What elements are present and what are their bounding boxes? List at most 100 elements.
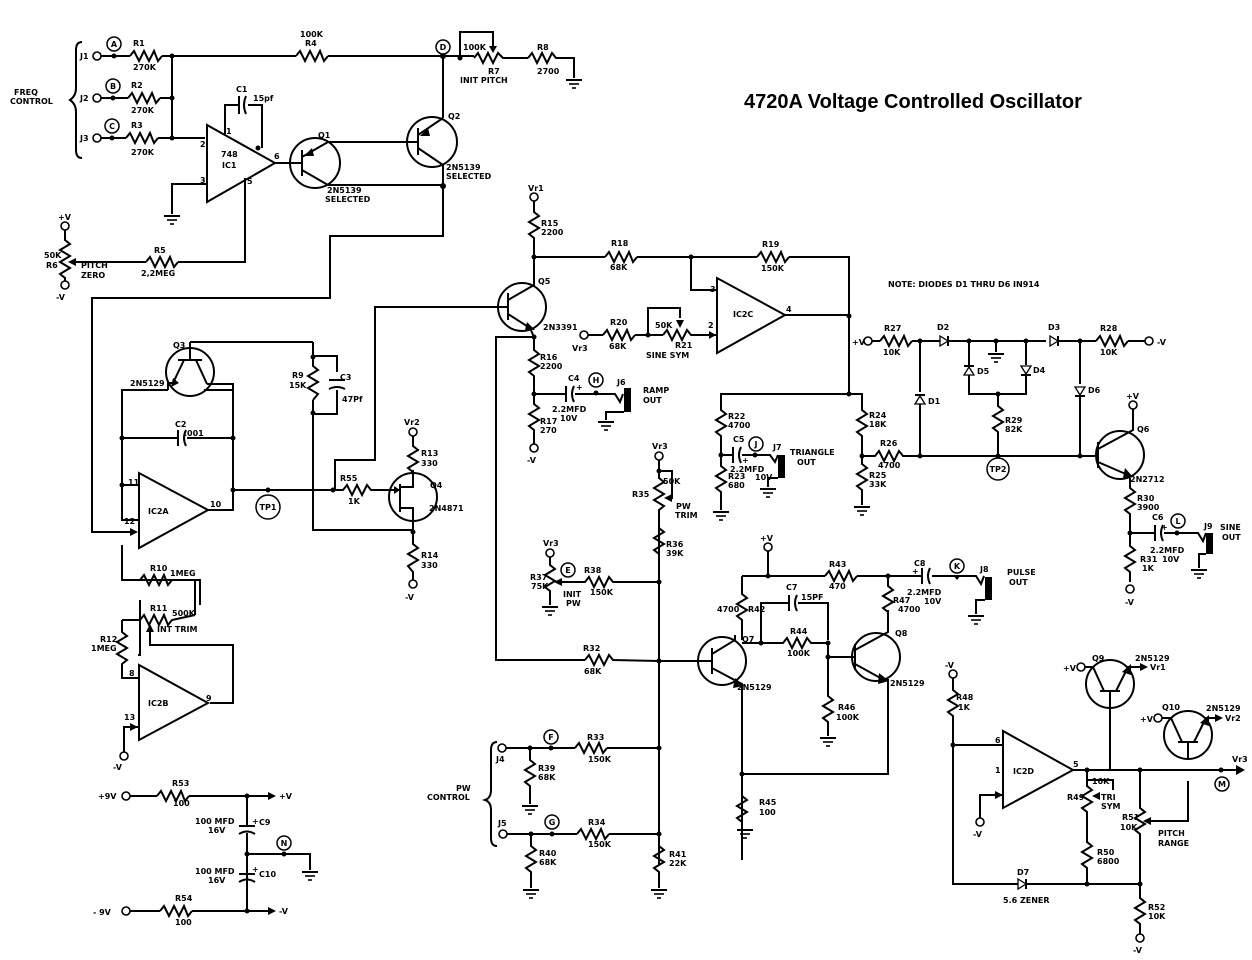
- resistor-r43: [824, 568, 858, 584]
- potentiometer-r7[interactable]: [473, 50, 528, 66]
- test-point-c[interactable]: [104, 118, 120, 134]
- svg-text:15pf: 15pf: [253, 94, 274, 103]
- svg-text:PITCH: PITCH: [1158, 829, 1185, 838]
- jack-j8-pulse-out[interactable]: [985, 577, 992, 600]
- svg-text:50K: 50K: [663, 477, 681, 486]
- svg-text:50K: 50K: [44, 251, 62, 260]
- test-point-m[interactable]: [1214, 776, 1230, 792]
- test-point-b[interactable]: [105, 78, 121, 94]
- svg-text:R13: R13: [421, 449, 438, 458]
- resistor-r5: [145, 254, 179, 270]
- test-point-n[interactable]: [276, 835, 292, 851]
- freq-control-label: FREQ: [14, 88, 38, 97]
- resistor-r46: [821, 690, 835, 736]
- resistor-r16: [527, 337, 541, 394]
- svg-text:R49: R49: [1067, 793, 1085, 802]
- test-point-k[interactable]: [949, 558, 965, 574]
- minus-9v-terminal[interactable]: [121, 906, 131, 916]
- ic2b-label: IC2B: [148, 699, 169, 708]
- resistor-r15: [527, 201, 541, 256]
- diode-note: NOTE: DIODES D1 THRU D6 IN914: [888, 280, 1040, 289]
- test-point-tp1[interactable]: [255, 494, 281, 520]
- svg-text:16V: 16V: [208, 826, 226, 835]
- svg-text:3: 3: [200, 176, 206, 185]
- resistor-r25: [855, 456, 869, 505]
- ic2c-label: IC2C: [733, 310, 753, 319]
- jack-j5[interactable]: [498, 829, 508, 839]
- potentiometer-r51[interactable]: [1133, 770, 1147, 884]
- q4-section: R9 15K C3 47Pf R55 1K Q4 2N4871 Vr2 R13 …: [289, 306, 500, 602]
- svg-text:1MEG: 1MEG: [170, 569, 196, 578]
- jack-j4[interactable]: [497, 743, 507, 753]
- test-point-g[interactable]: [544, 814, 560, 830]
- svg-text:Q1: Q1: [318, 131, 331, 140]
- pw-control-label: PW: [456, 784, 471, 793]
- svg-text:33K: 33K: [869, 480, 887, 489]
- svg-text:100: 100: [175, 918, 192, 927]
- svg-text:CONTROL: CONTROL: [427, 793, 470, 802]
- test-point-f[interactable]: [543, 729, 559, 745]
- svg-text:D4: D4: [1033, 366, 1046, 375]
- potentiometer-r6[interactable]: [58, 230, 72, 281]
- test-point-tp2[interactable]: [986, 457, 1010, 481]
- svg-text:+: +: [912, 567, 919, 576]
- test-point-d[interactable]: [435, 39, 451, 55]
- svg-text:2N5129: 2N5129: [1135, 654, 1170, 663]
- test-point-l[interactable]: [1170, 513, 1186, 529]
- svg-text:RANGE: RANGE: [1158, 839, 1189, 848]
- svg-text:2N3391: 2N3391: [543, 323, 578, 332]
- svg-text:R14: R14: [421, 551, 439, 560]
- svg-text:9: 9: [206, 694, 212, 703]
- svg-text:10V: 10V: [755, 473, 773, 482]
- jack-j1[interactable]: [92, 51, 102, 61]
- test-point-a[interactable]: [106, 36, 122, 52]
- potentiometer-r49[interactable]: [1080, 778, 1094, 830]
- svg-text:R34: R34: [588, 818, 606, 827]
- svg-text:100K: 100K: [787, 649, 811, 658]
- jack-j6-ramp-out[interactable]: [624, 388, 631, 412]
- jack-j3[interactable]: [92, 133, 102, 143]
- jack-j9-sine-out[interactable]: [1206, 533, 1213, 554]
- svg-text:R37: R37: [530, 573, 547, 582]
- potentiometer-r11[interactable]: [122, 612, 196, 628]
- ramp-out-label: RAMP: [643, 386, 669, 395]
- svg-text:- 9V: - 9V: [93, 908, 112, 917]
- transistor-q6: [1095, 430, 1145, 480]
- test-point-e[interactable]: [560, 562, 576, 578]
- test-point-h[interactable]: [588, 372, 604, 388]
- ic1-opamp: 748 IC1 2 3 6 1 5 C1 15pf: [163, 85, 290, 263]
- svg-text:R27: R27: [884, 324, 901, 333]
- svg-text:748: 748: [221, 150, 238, 159]
- resistor-r9: [306, 357, 320, 401]
- resistor-r19: [756, 249, 790, 265]
- svg-text:2N5139: 2N5139: [446, 163, 481, 172]
- resistor-r1: [129, 48, 163, 64]
- svg-text:D3: D3: [1048, 323, 1060, 332]
- svg-text:270K: 270K: [131, 106, 155, 115]
- resistor-r22: [714, 406, 728, 455]
- resistor-r26: [862, 448, 920, 464]
- svg-text:Q9: Q9: [1092, 654, 1105, 663]
- svg-text:R47: R47: [893, 596, 910, 605]
- jack-j7-triangle-out[interactable]: [778, 455, 785, 478]
- svg-text:100 MFD: 100 MFD: [195, 867, 235, 876]
- svg-text:SELECTED: SELECTED: [325, 195, 371, 204]
- potentiometer-r35[interactable]: [652, 460, 666, 520]
- potentiometer-r37[interactable]: [543, 557, 557, 605]
- triangle-out-label: TRIANGLE: [790, 448, 835, 457]
- resistor-r33: [574, 740, 608, 756]
- jack-j2[interactable]: [92, 93, 102, 103]
- svg-text:SINE SYM: SINE SYM: [646, 351, 689, 360]
- svg-text:+V: +V: [852, 338, 866, 347]
- svg-text:150K: 150K: [590, 588, 614, 597]
- svg-text:R54: R54: [175, 894, 193, 903]
- svg-text:D: D: [440, 43, 447, 52]
- potentiometer-r21[interactable]: [662, 327, 717, 343]
- schematic-title: 4720A Voltage Controlled Oscillator: [744, 91, 1082, 113]
- resistor-r38: [562, 574, 659, 590]
- resistor-r20: [602, 327, 636, 343]
- plus-9v-terminal[interactable]: [121, 791, 131, 801]
- test-point-j[interactable]: [748, 436, 764, 452]
- svg-text:R31: R31: [1140, 555, 1158, 564]
- svg-text:R18: R18: [611, 239, 629, 248]
